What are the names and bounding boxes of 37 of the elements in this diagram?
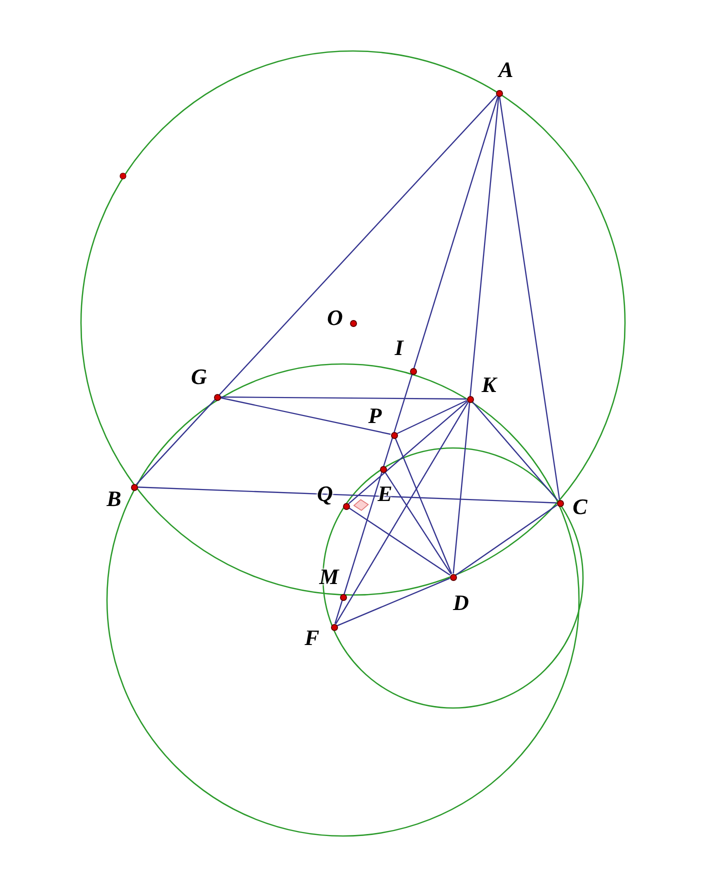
point-dot — [380, 466, 386, 472]
point-label: D — [453, 592, 469, 614]
point-label: C — [572, 496, 588, 518]
point-dot — [410, 368, 416, 374]
line-segment — [220, 397, 391, 435]
point-label: P — [368, 405, 382, 427]
point-label: O — [327, 307, 343, 329]
line-segment — [498, 96, 560, 500]
point-dot — [340, 594, 346, 600]
line-segment — [348, 507, 450, 576]
point-dot — [342, 502, 350, 510]
line-segment — [394, 438, 452, 574]
line-segment — [137, 486, 557, 504]
line-segment — [136, 95, 498, 485]
line-segment — [348, 400, 468, 504]
point-label: G — [191, 366, 207, 388]
line-segment — [220, 396, 466, 400]
line-segment — [396, 400, 468, 434]
point-label: K — [482, 374, 496, 396]
line-segment — [335, 402, 469, 624]
line-segment — [456, 504, 558, 576]
point-dot — [450, 574, 456, 580]
line-segment — [472, 401, 558, 501]
point-dot — [390, 432, 398, 438]
point-label: I — [394, 337, 404, 359]
line-segment — [452, 96, 500, 574]
line-segment — [337, 578, 450, 626]
line-segment — [384, 472, 452, 574]
point-label: B — [106, 488, 122, 510]
point-label: A — [498, 59, 514, 81]
point-label: F — [304, 627, 320, 649]
point-dot — [496, 90, 502, 96]
point-dot — [130, 484, 138, 490]
point-dot — [214, 394, 220, 400]
point-dot — [330, 624, 338, 630]
line-segment — [334, 96, 499, 624]
point-dot — [350, 320, 356, 326]
